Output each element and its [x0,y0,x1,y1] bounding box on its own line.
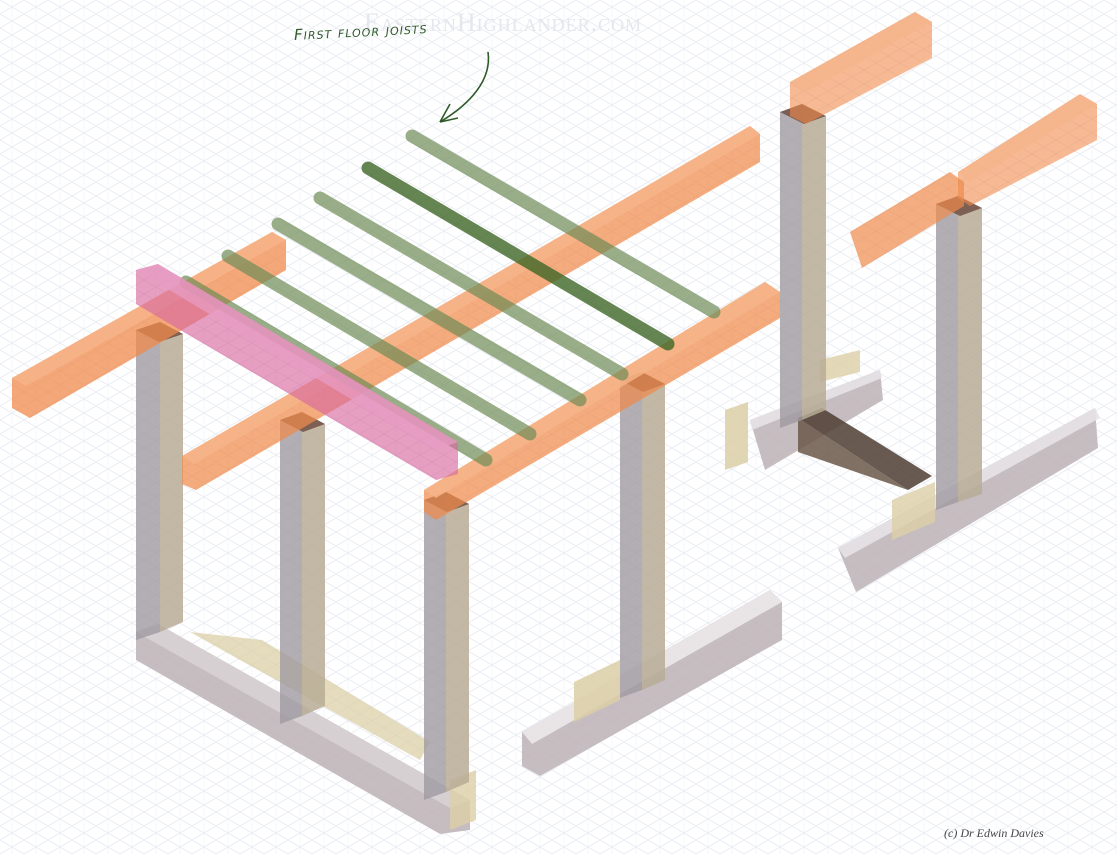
annotation-arrowhead [439,103,459,123]
right-wall-plate [424,282,780,520]
back-right-post-a [780,104,826,428]
front-post-right [424,492,469,800]
watermark: EasternHighlander.com [364,8,643,37]
back-right-post-b [936,196,982,510]
front-post-middle [280,412,325,724]
joist-4 [313,191,629,381]
joist-6 [405,129,721,319]
tie-beam [136,264,458,480]
back-plate-scarf [850,172,964,268]
annotation-arrow [439,51,490,123]
back-plate-right [958,94,1097,206]
joist-5 [361,161,675,351]
back-plate-upper [790,12,932,124]
dark-connecting-sill [798,408,932,490]
joist-2 [221,249,537,441]
credit-label: (c) Dr Edwin Davies [944,826,1044,840]
joist-3 [271,217,587,407]
front-post-left [136,322,183,640]
middle-post [620,372,665,698]
